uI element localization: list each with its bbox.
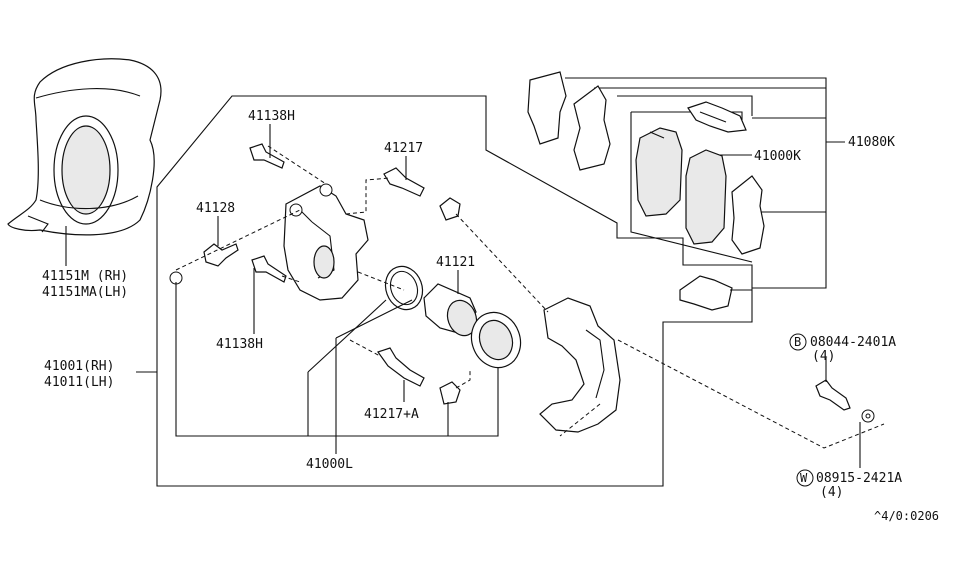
bleeder-label: 41128 xyxy=(196,201,235,216)
brake-pad-inner xyxy=(635,127,683,217)
dash-upper-pin xyxy=(345,177,391,215)
pad-kit-box-side xyxy=(630,112,753,263)
dash-bleeder xyxy=(175,209,301,271)
piston-label: 41121 xyxy=(436,255,475,270)
anti-squeal-shim-1 xyxy=(527,71,567,145)
cyl-leader-1b xyxy=(307,299,387,373)
dash-upper-bolt xyxy=(267,145,327,185)
bolt-qty-label: (4) xyxy=(812,349,835,364)
diagram-code-label: ^4/0:0206 xyxy=(874,509,939,523)
brake-pad-center xyxy=(685,149,727,245)
dash-bracket-bolt xyxy=(617,339,885,449)
bleeder-screw xyxy=(169,243,239,285)
pad-retainer-clip-bottom xyxy=(679,275,752,311)
dash-lower-boot xyxy=(455,370,471,389)
caliper-assy-label-lh: 41011(LH) xyxy=(44,375,114,390)
piston-boot xyxy=(470,311,522,369)
dust-cover-label-lh: 41151MA(LH) xyxy=(42,285,128,300)
torque-member-bracket xyxy=(539,297,621,433)
mounting-bolt xyxy=(815,379,851,411)
cyl-body-bracket xyxy=(175,282,499,437)
guide-pin-lower xyxy=(377,347,425,387)
pin-boot-upper xyxy=(439,197,461,221)
bolt-lower-label: 41138H xyxy=(216,337,263,352)
hw-kit-outline xyxy=(565,77,827,289)
pin-lower-label: 41217+A xyxy=(364,407,419,422)
piston xyxy=(423,283,478,337)
cyl-body-label: 41000L xyxy=(306,457,353,472)
dash-lower-pin xyxy=(349,339,381,357)
dash-lower-bolt xyxy=(281,275,301,283)
cyl-leader-3b xyxy=(335,299,413,339)
piston-seal xyxy=(384,265,424,311)
anti-squeal-shim-2 xyxy=(573,85,611,171)
dust-cover-shield xyxy=(7,58,162,236)
guide-bolt-lower xyxy=(251,255,287,283)
dash-boot-bracket xyxy=(455,213,549,313)
pad-hw-kit-label: 41080K xyxy=(848,135,895,150)
bolt-upper-label: 41138H xyxy=(248,109,295,124)
bolt-part-label: 08044-2401A xyxy=(810,335,896,350)
bolt-symbol: B xyxy=(794,335,801,349)
caliper-body xyxy=(283,183,369,301)
dash-seal xyxy=(357,271,405,291)
pin-upper-label: 41217 xyxy=(384,141,423,156)
lock-washer xyxy=(861,409,875,423)
brake-pad-outer xyxy=(731,175,765,255)
washer-qty-label: (4) xyxy=(820,485,843,500)
washer-symbol-circle xyxy=(796,469,814,487)
caliper-assembly-boundary xyxy=(156,95,753,487)
guide-bolt-upper xyxy=(249,143,285,169)
washer-part-label: 08915-2421A xyxy=(816,471,902,486)
hw-kit-line-3 xyxy=(617,95,753,116)
dash-bracket-bottom xyxy=(559,403,601,437)
washer-symbol: W xyxy=(800,471,808,485)
bolt-symbol-circle xyxy=(789,333,807,351)
pad-retainer-clip-top xyxy=(687,101,747,133)
pin-boot-lower xyxy=(439,381,461,405)
dust-cover-label-rh: 41151M (RH) xyxy=(42,269,128,284)
guide-pin-upper xyxy=(383,167,425,197)
caliper-assy-label-rh: 41001(RH) xyxy=(44,359,114,374)
pad-kit-label: 41000K xyxy=(754,149,801,164)
pad-kit-box-top xyxy=(631,111,743,120)
